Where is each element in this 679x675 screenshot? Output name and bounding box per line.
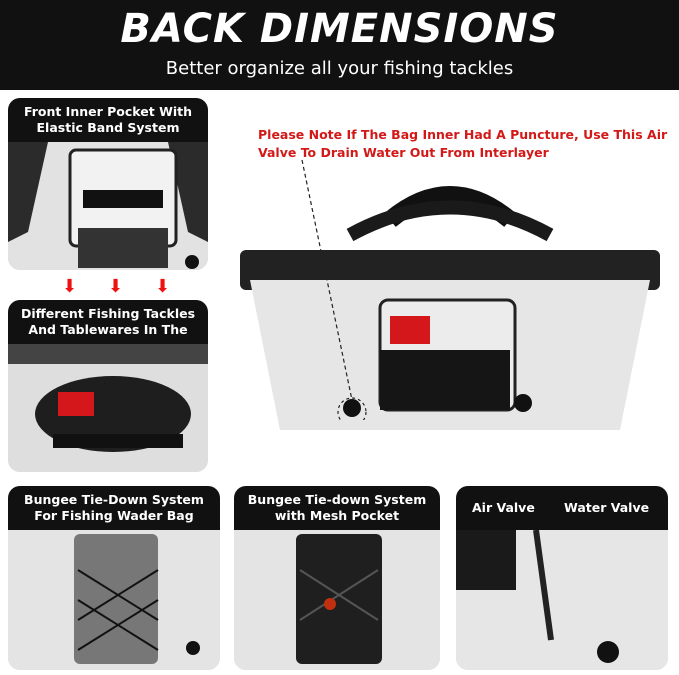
tackles-caption: Different Fishing Tackles And Tablewares… xyxy=(8,300,208,344)
bungee-wader-card: Bungee Tie-Down System For Fishing Wader… xyxy=(8,486,220,670)
front-pocket-photo xyxy=(8,142,208,270)
puncture-note: Please Note If The Bag Inner Had A Punct… xyxy=(258,127,668,160)
tackles-photo xyxy=(8,344,208,472)
valves-card: Air Valve Water Valve xyxy=(456,486,668,670)
air-valve-callout xyxy=(301,160,367,420)
down-arrow-icon: ⬇ xyxy=(108,276,124,297)
down-arrow-icon: ⬇ xyxy=(62,276,78,297)
bungee-mesh-caption: Bungee Tie-down System with Mesh Pocket xyxy=(234,486,440,530)
bungee-wader-photo xyxy=(8,530,220,670)
bag-main-photo xyxy=(240,186,660,430)
header-banner xyxy=(0,0,679,90)
page-title: BACK DIMENSIONS xyxy=(120,6,559,52)
page-subtitle: Better organize all your fishing tackles xyxy=(165,58,514,79)
bungee-mesh-photo xyxy=(234,530,440,670)
valves-caption-bar: Air Valve Water Valve xyxy=(456,486,668,530)
tackles-card: Different Fishing Tackles And Tablewares… xyxy=(8,300,208,472)
front-pocket-card: Front Inner Pocket With Elastic Band Sys… xyxy=(8,98,208,270)
down-arrow-icon: ⬇ xyxy=(155,276,171,297)
water-valve-label: Water Valve xyxy=(564,500,650,515)
front-pocket-caption: Front Inner Pocket With Elastic Band Sys… xyxy=(8,98,208,142)
bungee-wader-caption: Bungee Tie-Down System For Fishing Wader… xyxy=(8,486,220,530)
valves-photo xyxy=(456,530,668,670)
bungee-mesh-card: Bungee Tie-down System with Mesh Pocket xyxy=(234,486,440,670)
air-valve-label: Air Valve xyxy=(472,500,535,515)
